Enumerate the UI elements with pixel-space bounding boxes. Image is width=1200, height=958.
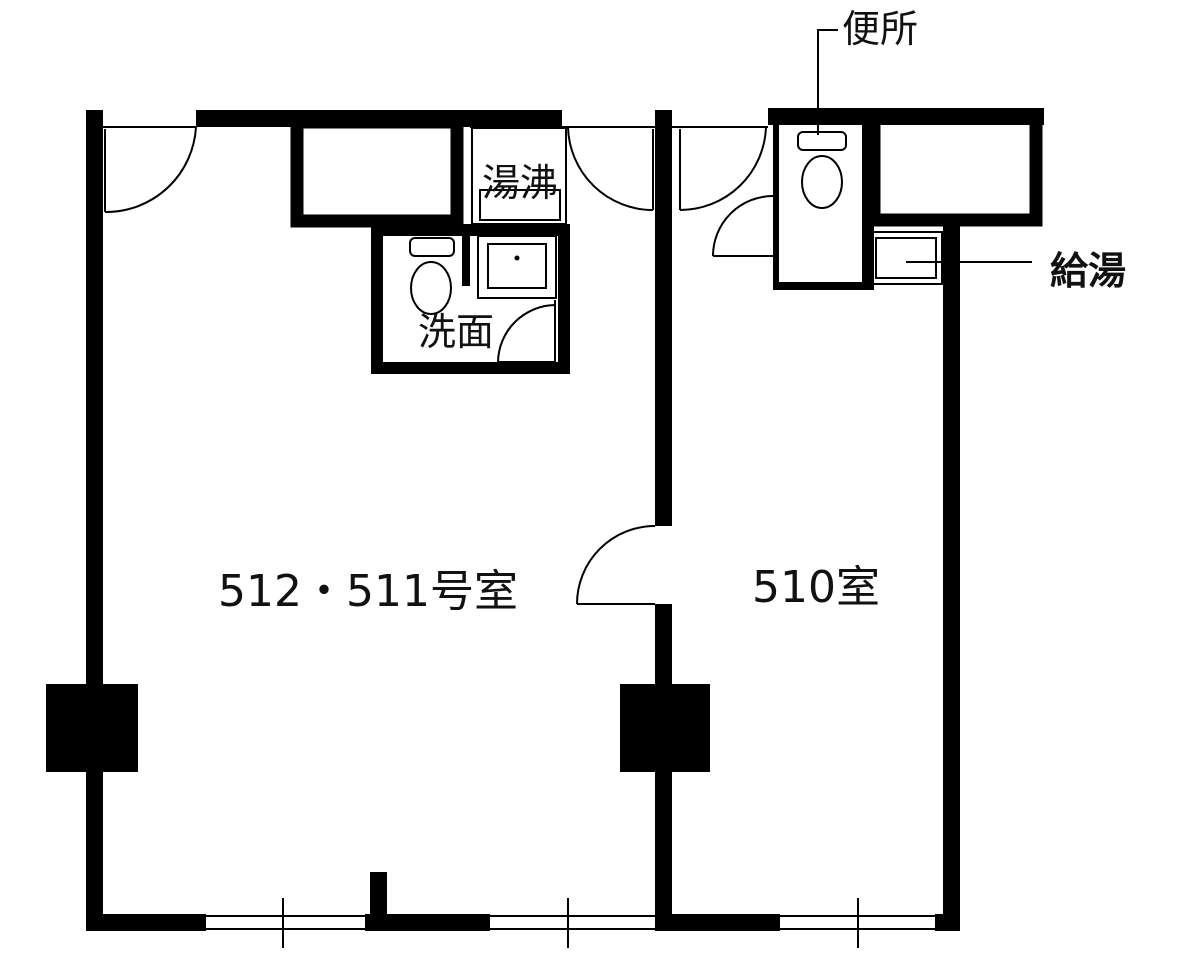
closet-left bbox=[290, 115, 464, 228]
wall-bottom-left-b bbox=[365, 914, 490, 931]
door-connecting bbox=[576, 525, 656, 605]
sink-basin bbox=[487, 243, 547, 289]
window-2 bbox=[490, 898, 655, 948]
leader-benjo bbox=[817, 29, 838, 135]
door-entrance-right bbox=[679, 126, 767, 211]
senmen-divider bbox=[462, 226, 470, 286]
toilet-right bbox=[797, 131, 847, 209]
label-yuwakashi: 湯沸 bbox=[482, 161, 558, 205]
room-label-510: 510室 bbox=[752, 562, 880, 613]
pillar-center bbox=[620, 684, 710, 772]
door-senmen bbox=[497, 300, 556, 363]
room-label-512-511: 512・511号室 bbox=[218, 566, 518, 617]
toilet-left bbox=[409, 237, 455, 315]
window-1 bbox=[206, 898, 365, 948]
walls-unit-512-511 bbox=[46, 110, 562, 931]
sink bbox=[477, 235, 557, 299]
kyuto-unit bbox=[869, 231, 943, 285]
closet-right bbox=[867, 109, 1043, 227]
pillar-left bbox=[46, 684, 138, 772]
senmen-room bbox=[371, 224, 570, 374]
door-benjo bbox=[712, 195, 774, 257]
label-benjo: 便所 bbox=[842, 7, 918, 51]
label-kyuto: 給湯 bbox=[1050, 249, 1126, 293]
wall-bottom-right-a bbox=[655, 914, 780, 931]
windows bbox=[206, 898, 935, 948]
wall-bottom-stub bbox=[370, 872, 387, 922]
wall-left bbox=[86, 110, 103, 930]
window-3 bbox=[780, 898, 935, 948]
door-entrance-left bbox=[104, 126, 197, 214]
leader-lines bbox=[817, 29, 1032, 263]
party-wall-upper bbox=[655, 110, 672, 526]
drain-dot bbox=[514, 255, 520, 261]
label-senmen: 洗面 bbox=[418, 310, 494, 354]
benjo-room bbox=[712, 118, 874, 290]
walls-unit-510 bbox=[655, 108, 1044, 931]
door-entrance-left-2 bbox=[567, 126, 654, 211]
wall-bottom-left-a bbox=[86, 914, 206, 931]
wall-bottom-right-b bbox=[935, 914, 960, 931]
wall-right bbox=[943, 216, 960, 931]
party-wall bbox=[620, 110, 710, 931]
